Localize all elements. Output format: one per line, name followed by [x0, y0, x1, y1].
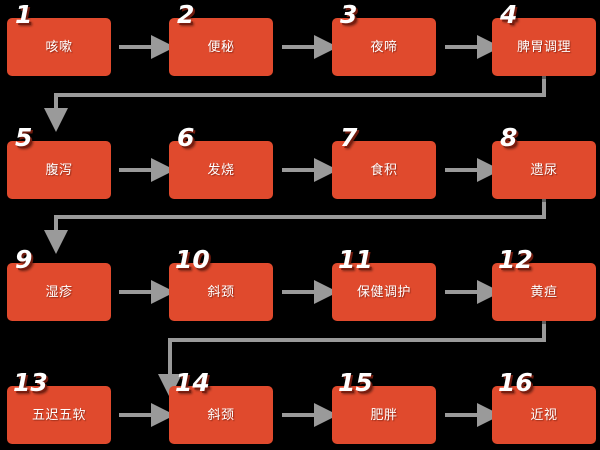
flow-node-14-label: 斜颈 — [207, 408, 235, 424]
flow-node-16-label: 近视 — [530, 408, 558, 424]
flow-node-15-label: 肥胖 — [370, 408, 398, 424]
flow-node-4[interactable]: 4 脾胃调理 — [492, 2, 596, 76]
flow-node-4-label: 脾胃调理 — [516, 40, 571, 56]
flow-node-9-label: 湿疹 — [45, 285, 73, 301]
flow-node-11[interactable]: 11 保健调护 — [332, 247, 436, 321]
flow-node-11-label: 保健调护 — [356, 285, 411, 301]
flow-node-12[interactable]: 12 黄疸 — [492, 247, 596, 321]
flow-node-10[interactable]: 10 斜颈 — [169, 247, 273, 321]
flow-node-5-label: 腹泻 — [45, 163, 73, 179]
wrap-connector-12-to-13 — [158, 321, 546, 398]
flow-node-9[interactable]: 9 湿疹 — [7, 247, 111, 321]
wrap-connector-8-to-9 — [44, 199, 546, 254]
wrap-connector-4-to-5 — [44, 76, 546, 132]
flow-node-7[interactable]: 7 食积 — [332, 125, 436, 199]
flow-node-13[interactable]: 13 五迟五软 — [7, 370, 111, 444]
flow-node-6[interactable]: 6 发烧 — [169, 125, 273, 199]
flow-node-1-label: 咳嗽 — [45, 40, 73, 56]
flow-node-5[interactable]: 5 腹泻 — [7, 125, 111, 199]
flow-node-10-label: 斜颈 — [207, 285, 235, 301]
flow-node-7-label: 食积 — [370, 163, 398, 179]
flow-node-13-label: 五迟五软 — [31, 408, 86, 424]
flow-node-6-label: 发烧 — [207, 163, 235, 179]
flow-node-2-label: 便秘 — [207, 40, 235, 56]
flow-node-15[interactable]: 15 肥胖 — [332, 370, 436, 444]
flow-node-3[interactable]: 3 夜啼 — [332, 2, 436, 76]
flow-node-16[interactable]: 16 近视 — [492, 370, 596, 444]
flow-node-3-label: 夜啼 — [370, 40, 398, 56]
flow-node-2[interactable]: 2 便秘 — [169, 2, 273, 76]
flow-node-1[interactable]: 1 咳嗽 — [7, 2, 111, 76]
flow-node-14[interactable]: 14 斜颈 — [169, 370, 273, 444]
flow-node-8-label: 遗尿 — [530, 163, 558, 179]
flow-node-8[interactable]: 8 遗尿 — [492, 125, 596, 199]
flow-node-12-label: 黄疸 — [530, 285, 558, 301]
